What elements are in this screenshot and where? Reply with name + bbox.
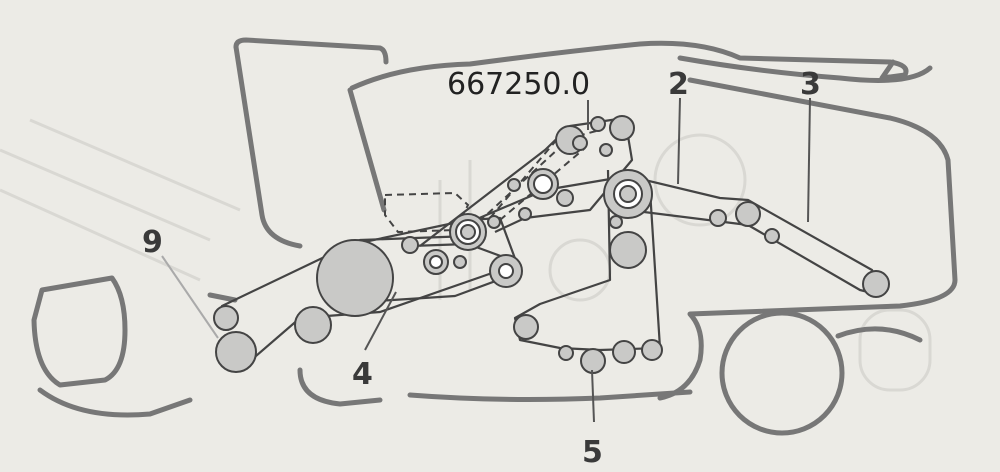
chopper-belt — [627, 174, 882, 297]
callout-3: 3 — [800, 67, 821, 102]
bottom-outline — [407, 389, 693, 402]
lower-drive-belt — [513, 169, 662, 352]
callout-4: 4 — [352, 357, 373, 392]
chopper-mid-pulley — [735, 201, 761, 227]
leader-9 — [161, 255, 219, 339]
background-ghost-lines — [0, 118, 932, 392]
machine-body-outline — [31, 37, 958, 436]
part-number-label: 667250.0 — [447, 67, 591, 102]
callout-2: 2 — [668, 67, 689, 102]
leader-lines — [161, 97, 811, 423]
cab-outline — [233, 37, 389, 65]
feeder-upper-pulley — [213, 305, 239, 331]
leader-4 — [364, 291, 397, 351]
bottom-center-pulley — [580, 348, 606, 374]
central-lower-pulley — [609, 231, 647, 269]
chopper-end-pulley — [862, 270, 890, 298]
callout-9: 9 — [142, 225, 163, 260]
pulleys — [213, 115, 890, 374]
lower-left-pulley — [294, 306, 332, 344]
header-outline — [31, 275, 128, 388]
leader-3 — [807, 97, 811, 223]
bottom-left-pulley — [513, 314, 539, 340]
top-cluster-pulley-2 — [609, 115, 635, 141]
leader-5 — [591, 369, 595, 423]
rear-wheel-outline — [719, 310, 845, 436]
large-drive-pulley — [316, 239, 394, 317]
leader-2 — [677, 97, 681, 185]
roof-outline — [349, 40, 909, 91]
feeder-lower-pulley — [215, 331, 257, 373]
callout-5: 5 — [582, 435, 603, 470]
